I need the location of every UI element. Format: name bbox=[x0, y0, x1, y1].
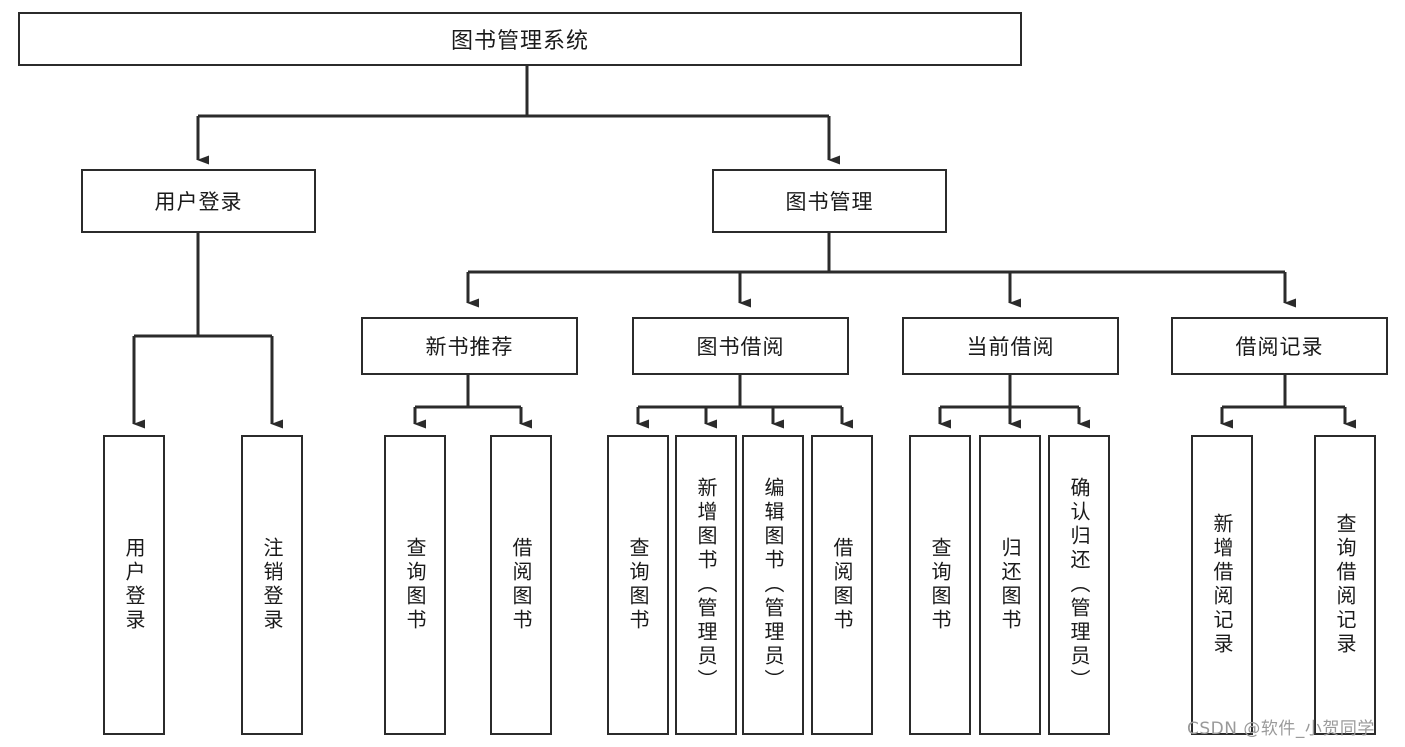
node-label: 图书管理 bbox=[785, 190, 874, 214]
node-label: 确认归还（管理员） bbox=[1067, 477, 1091, 693]
node-label: 新增图书（管理员） bbox=[694, 477, 718, 693]
leaf-new-book-query[interactable]: 查询图书 bbox=[384, 435, 446, 735]
node-borrow-record[interactable]: 借阅记录 bbox=[1171, 317, 1388, 375]
leaf-new-book-borrow[interactable]: 借阅图书 bbox=[490, 435, 552, 735]
node-label: 编辑图书（管理员） bbox=[761, 477, 785, 693]
leaf-book-borrow-edit[interactable]: 编辑图书（管理员） bbox=[742, 435, 804, 735]
leaf-book-borrow-query[interactable]: 查询图书 bbox=[607, 435, 669, 735]
node-new-book-recommend[interactable]: 新书推荐 bbox=[361, 317, 578, 375]
leaf-borrow-record-query[interactable]: 查询借阅记录 bbox=[1314, 435, 1376, 735]
node-label: 借阅图书 bbox=[509, 537, 533, 633]
node-label: 注销登录 bbox=[260, 537, 284, 633]
leaf-user-login-login[interactable]: 用户登录 bbox=[103, 435, 165, 735]
node-label: 查询借阅记录 bbox=[1333, 513, 1357, 657]
node-root-system[interactable]: 图书管理系统 bbox=[18, 12, 1022, 66]
node-current-borrow[interactable]: 当前借阅 bbox=[902, 317, 1119, 375]
node-label: 借阅图书 bbox=[830, 537, 854, 633]
node-user-login[interactable]: 用户登录 bbox=[81, 169, 316, 233]
leaf-current-borrow-confirm-return[interactable]: 确认归还（管理员） bbox=[1048, 435, 1110, 735]
node-label: 用户登录 bbox=[122, 537, 146, 633]
leaf-book-borrow-borrow[interactable]: 借阅图书 bbox=[811, 435, 873, 735]
leaf-current-borrow-return[interactable]: 归还图书 bbox=[979, 435, 1041, 735]
node-label: 查询图书 bbox=[928, 537, 952, 633]
node-label: 借阅记录 bbox=[1235, 335, 1324, 359]
leaf-user-login-logout[interactable]: 注销登录 bbox=[241, 435, 303, 735]
node-label: 图书管理系统 bbox=[450, 29, 589, 54]
node-label: 查询图书 bbox=[403, 537, 427, 633]
node-label: 归还图书 bbox=[998, 537, 1022, 633]
node-label: 新增借阅记录 bbox=[1210, 513, 1234, 657]
node-label: 当前借阅 bbox=[966, 335, 1055, 359]
leaf-borrow-record-add[interactable]: 新增借阅记录 bbox=[1191, 435, 1253, 735]
node-label: 用户登录 bbox=[154, 190, 243, 214]
node-label: 查询图书 bbox=[626, 537, 650, 633]
node-book-borrow[interactable]: 图书借阅 bbox=[632, 317, 849, 375]
watermark-text: CSDN @软件_小贺同学 bbox=[1187, 719, 1375, 739]
leaf-current-borrow-query[interactable]: 查询图书 bbox=[909, 435, 971, 735]
node-label: 新书推荐 bbox=[425, 335, 514, 359]
node-label: 图书借阅 bbox=[696, 335, 785, 359]
node-book-management[interactable]: 图书管理 bbox=[712, 169, 947, 233]
leaf-book-borrow-add[interactable]: 新增图书（管理员） bbox=[675, 435, 737, 735]
